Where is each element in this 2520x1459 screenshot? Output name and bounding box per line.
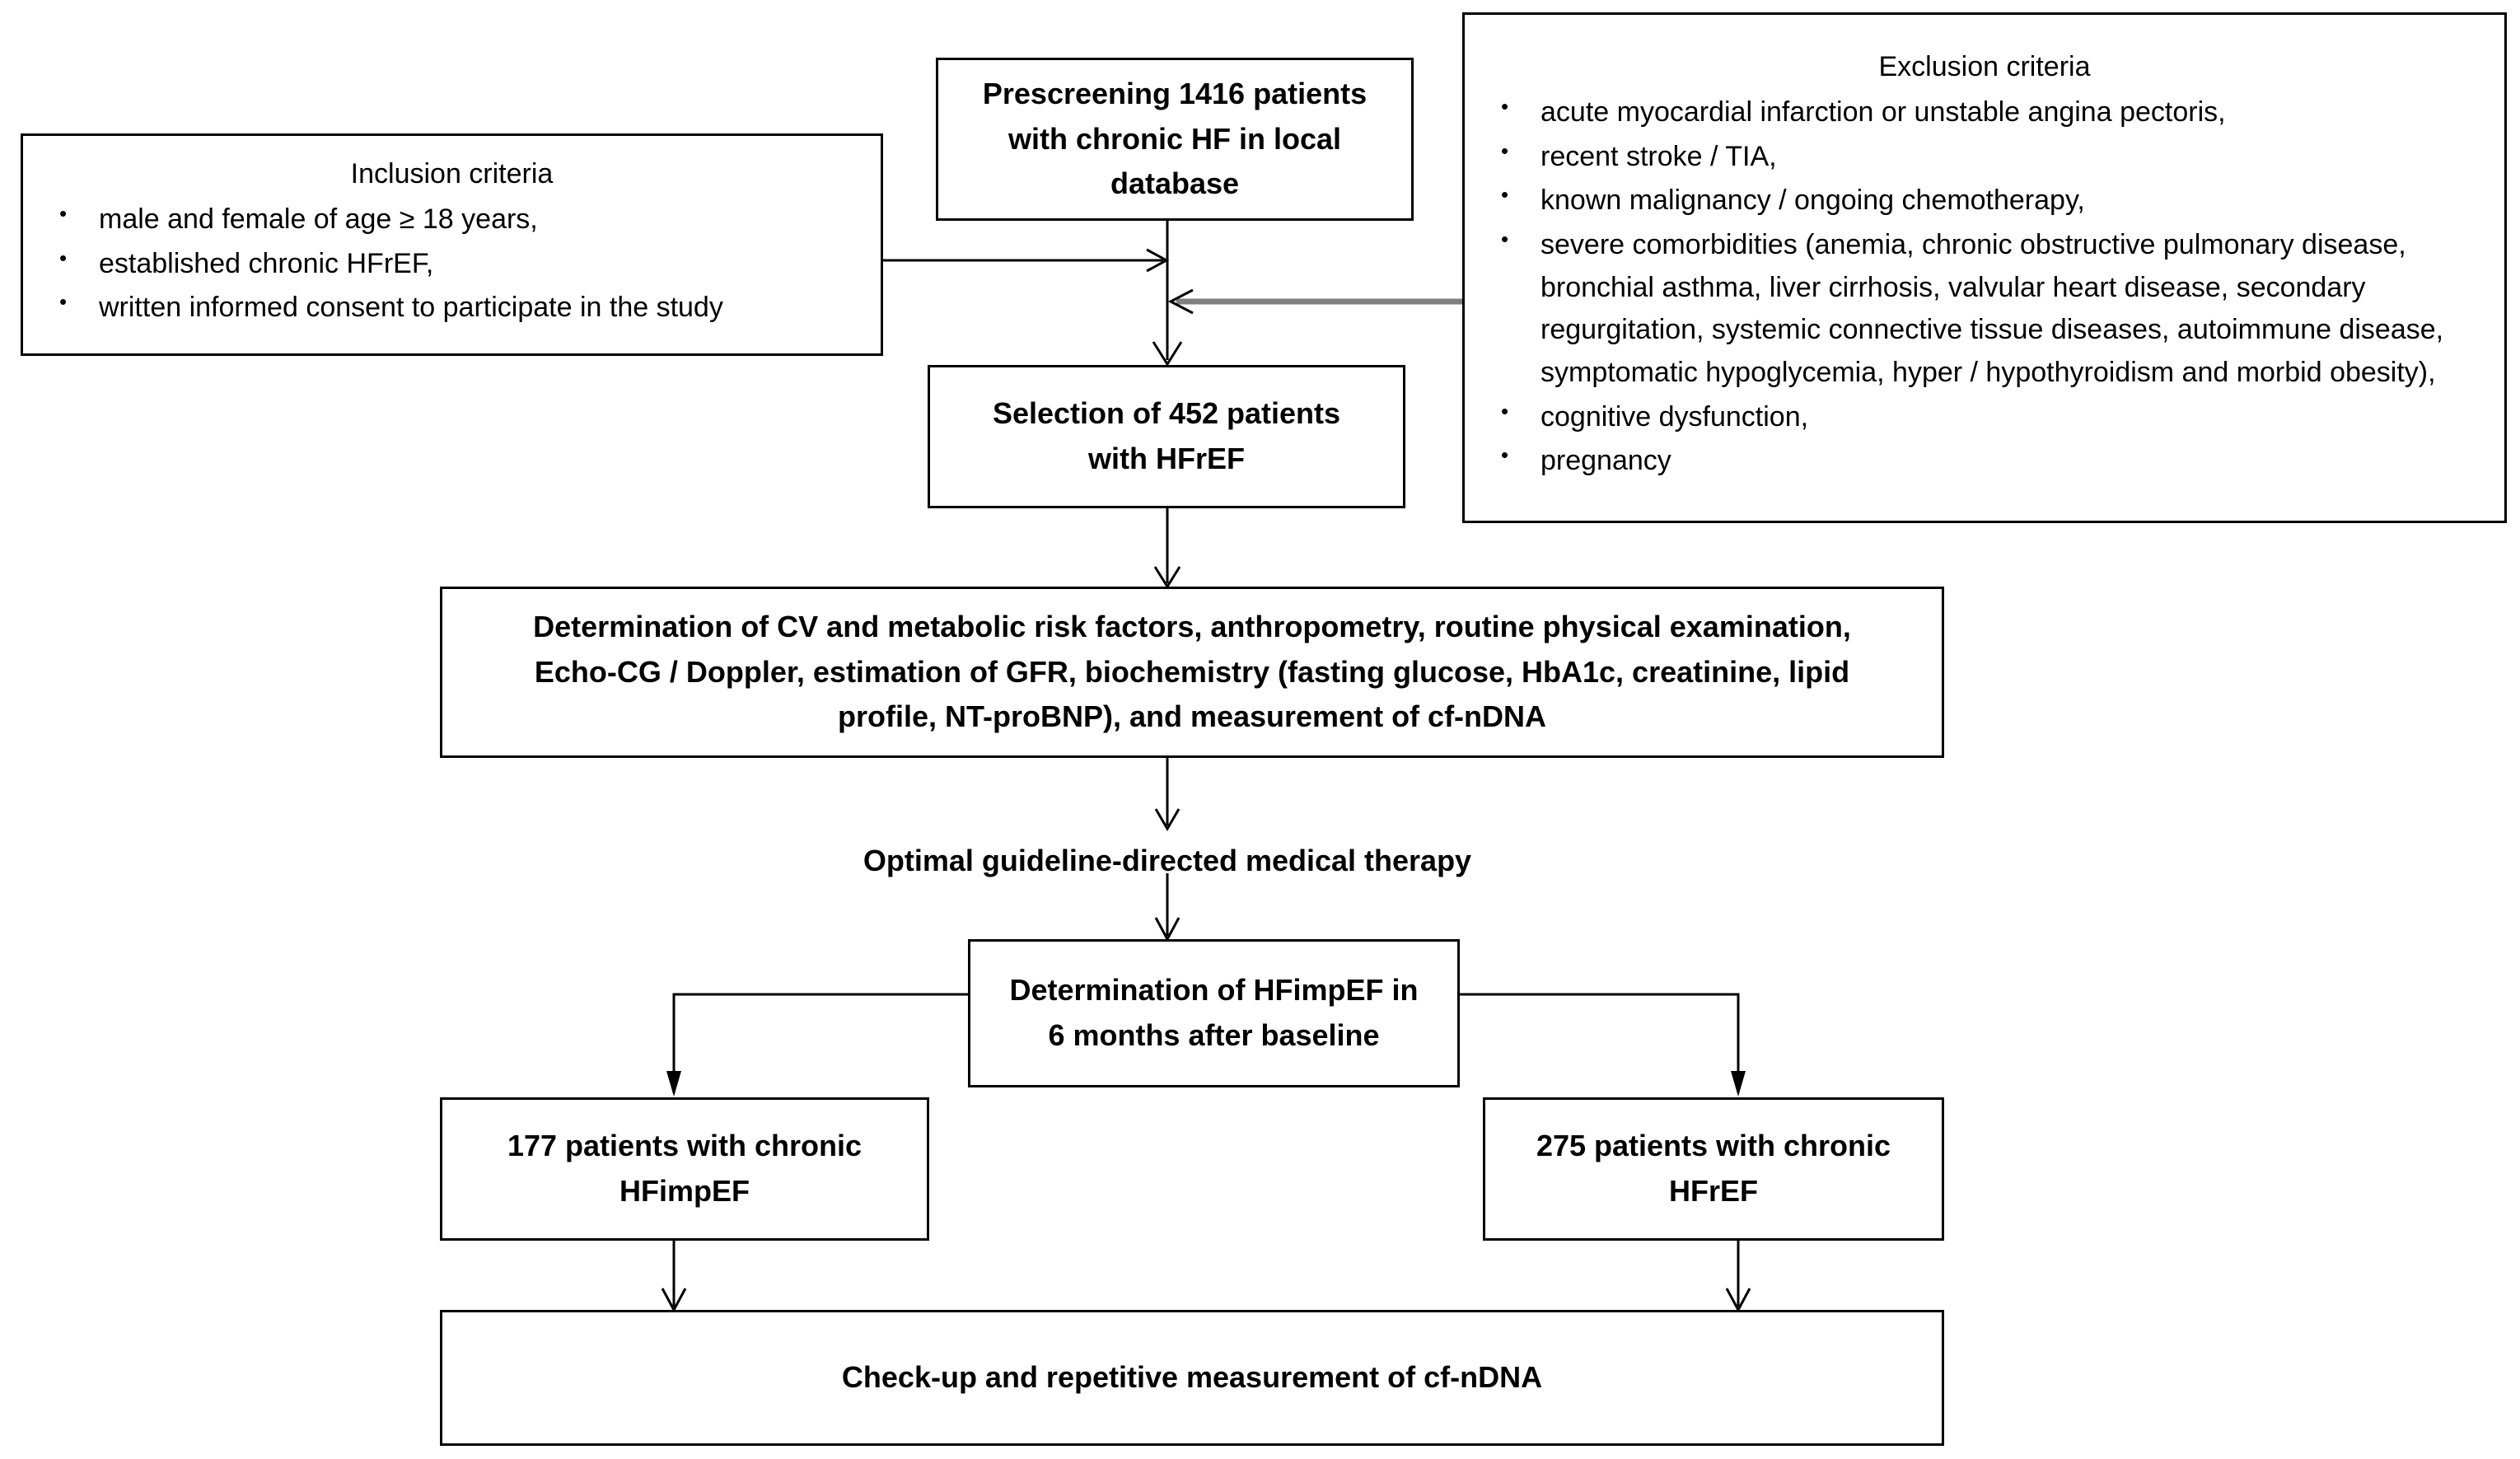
wire-inclusion-to-trunk: [883, 248, 1170, 273]
selection-label: Selection of 452 patients with HFrEF: [992, 396, 1341, 475]
inclusion-criteria-box: Inclusion criteria male and female of ag…: [21, 133, 883, 356]
hfref-arm-box: 275 patients with chronic HFrEF: [1483, 1097, 1944, 1241]
hfref-arm-label: 275 patients with chronic HFrEF: [1536, 1129, 1891, 1208]
baseline-assessment-box: Determination of CV and metabolic risk f…: [440, 587, 1944, 758]
wire-selection-to-assessment: [1153, 508, 1181, 589]
wire-assessment-to-therapy: [1154, 758, 1181, 831]
hfimpef-arm-box: 177 patients with chronic HFimpEF: [440, 1097, 929, 1241]
exclusion-criteria-title: Exclusion criteria: [1878, 50, 2091, 82]
hfimpef-determination-box: Determination of HFimpEF in 6 months aft…: [968, 939, 1460, 1087]
list-item: written informed consent to participate …: [38, 286, 866, 330]
list-item: acute myocardial infarction or unstable …: [1480, 91, 2490, 134]
list-item: recent stroke / TIA,: [1480, 135, 2490, 179]
list-item: pregnancy: [1480, 439, 2490, 483]
wire-therapy-to-determination: [1154, 873, 1181, 942]
wire-exclusion-to-trunk: [1167, 288, 1462, 315]
hfimpef-determination-label: Determination of HFimpEF in 6 months aft…: [1009, 973, 1419, 1052]
baseline-assessment-label: Determination of CV and metabolic risk f…: [533, 609, 1851, 734]
wire-right-arm-to-followup: [1725, 1241, 1751, 1313]
list-item: cognitive dysfunction,: [1480, 395, 2490, 439]
therapy-label: Optimal guideline-directed medical thera…: [863, 844, 1472, 877]
selection-box: Selection of 452 patients with HFrEF: [928, 365, 1405, 508]
exclusion-criteria-list: acute myocardial infarction or unstable …: [1480, 91, 2490, 484]
wire-determination-to-right-arm: [1460, 993, 1746, 1097]
prescreening-box: Prescreening 1416 patients with chronic …: [936, 58, 1414, 221]
hfimpef-arm-label: 177 patients with chronic HFimpEF: [507, 1129, 863, 1208]
exclusion-criteria-box: Exclusion criteria acute myocardial infa…: [1462, 12, 2507, 523]
list-item: established chronic HFrEF,: [38, 242, 866, 286]
wire-prescreening-to-selection: [1152, 221, 1183, 367]
inclusion-criteria-list: male and female of age ≥ 18 years, estab…: [38, 198, 866, 331]
prescreening-label: Prescreening 1416 patients with chronic …: [982, 76, 1368, 201]
list-item: male and female of age ≥ 18 years,: [38, 198, 866, 241]
inclusion-criteria-title: Inclusion criteria: [350, 157, 554, 189]
list-item: known malignancy / ongoing chemotherapy,: [1480, 179, 2490, 222]
wire-determination-to-left-arm: [666, 993, 968, 1097]
list-item: severe comorbidities (anemia, chronic ob…: [1480, 223, 2490, 395]
followup-label: Check-up and repetitive measurement of c…: [841, 1360, 1543, 1395]
followup-box: Check-up and repetitive measurement of c…: [440, 1310, 1944, 1446]
wire-left-arm-to-followup: [661, 1241, 687, 1313]
